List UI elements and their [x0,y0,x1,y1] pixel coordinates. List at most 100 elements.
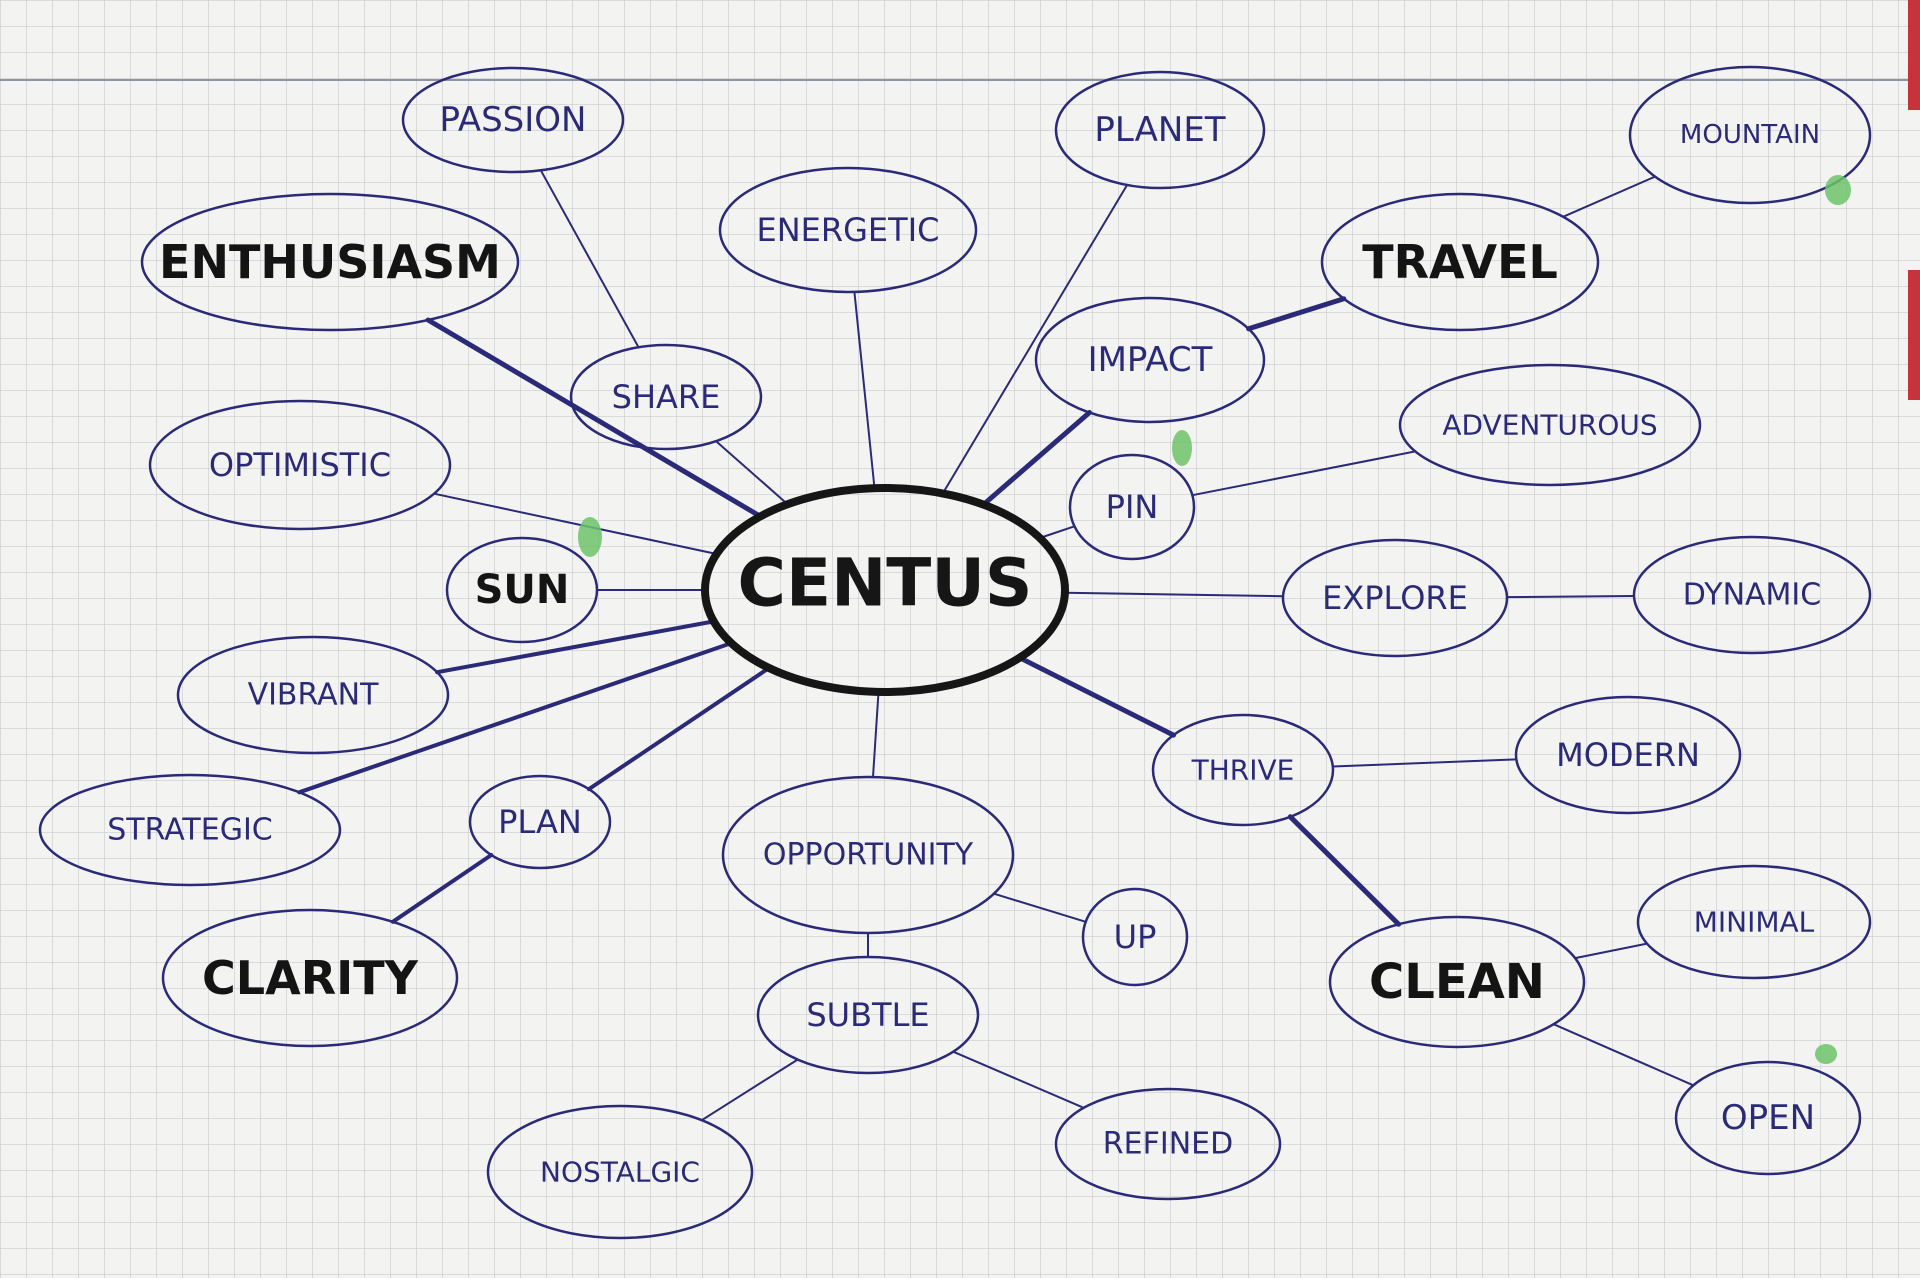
label-clean: CLEAN [1369,954,1545,1010]
label-optimistic: OPTIMISTIC [209,446,391,484]
node-explore: EXPLORE [1281,538,1509,658]
edge-subtle-nostalgic [700,1058,799,1122]
edge-centus-enthusiasm [425,317,763,519]
label-strategic: STRATEGIC [107,813,273,848]
edge-clean-minimal [1574,942,1648,960]
bubble-planet [1054,70,1266,190]
node-sun: SUN [445,536,599,644]
highlighter-dot [1815,1044,1837,1064]
edge-centus-share [715,440,789,506]
bubble-passion [401,66,625,174]
node-energetic: ENERGETIC [718,166,978,294]
node-up: UP [1081,887,1189,987]
edge-centus-plan [586,666,771,792]
label-vibrant: VIBRANT [248,678,380,713]
center-bubble [701,484,1069,696]
bubble-pin [1068,453,1196,561]
label-minimal: MINIMAL [1694,906,1815,939]
bubble-dynamic [1632,535,1872,655]
bubble-vibrant [176,635,450,755]
edge-thrive-clean [1287,814,1402,927]
node-planet: PLANET [1054,70,1266,190]
edge-impact-travel [1246,296,1347,332]
bubble-nostalgic [486,1104,754,1240]
node-clarity: CLARITY [161,908,459,1048]
node-passion: PASSION [401,66,625,174]
node-refined: REFINED [1054,1087,1282,1201]
node-opportunity: OPPORTUNITY [721,775,1015,935]
label-sun: SUN [475,567,570,613]
node-modern: MODERN [1514,695,1742,815]
node-share: SHARE [569,343,763,451]
bubble-clarity [161,908,459,1048]
edge-share-passion [539,169,640,349]
bubble-opportunity [721,775,1015,935]
label-pin: PIN [1106,488,1159,526]
highlighter-dot [1825,175,1851,205]
bubble-enthusiasm [140,192,520,332]
node-adventurous: ADVENTUROUS [1398,363,1702,487]
label-enthusiasm: ENTHUSIASM [159,235,501,289]
edge-centus-vibrant [435,619,716,675]
node-minimal: MINIMAL [1636,864,1872,980]
label-travel: TRAVEL [1362,235,1558,289]
label-nostalgic: NOSTALGIC [540,1156,700,1189]
highlighter-dot [578,517,602,557]
bubble-thrive [1151,713,1335,827]
node-mountain: MOUNTAIN [1628,65,1872,205]
bubble-subtle [756,955,980,1075]
edge-centus-pin [1038,525,1076,539]
node-thrive: THRIVE [1151,713,1335,827]
bubble-energetic [718,166,978,294]
red-edge-marker-top [1908,0,1920,110]
label-plan: PLAN [498,803,582,841]
bubble-up [1081,887,1189,987]
edge-explore-dynamic [1506,595,1635,599]
edge-centus-energetic [853,290,876,490]
edge-plan-clarity [390,853,494,924]
bubble-mountain [1628,65,1872,205]
bubble-refined [1054,1087,1282,1201]
edge-pin-adventurous [1191,450,1417,497]
node-nostalgic: NOSTALGIC [486,1104,754,1240]
bubble-plan [468,774,612,870]
bubble-travel [1320,192,1600,332]
highlighter-marks [578,175,1851,1064]
connector-lines [297,169,1695,1122]
edge-centus-strategic [297,641,734,795]
bubble-share [569,343,763,451]
bubble-modern [1514,695,1742,815]
bubble-sun [445,536,599,644]
center-node: CENTUS [701,484,1069,696]
edge-centus-explore [1063,591,1285,598]
label-up: UP [1114,918,1157,956]
bubble-strategic [38,773,342,887]
label-opportunity: OPPORTUNITY [763,838,974,873]
edge-centus-optimistic [433,492,718,555]
node-plan: PLAN [468,774,612,870]
edge-opportunity-up [992,892,1087,923]
label-planet: PLANET [1094,110,1225,150]
node-enthusiasm: ENTHUSIASM [140,192,520,332]
label-thrive: THRIVE [1191,754,1295,787]
edge-travel-mountain [1562,175,1657,218]
edge-centus-thrive [1017,655,1176,738]
label-explore: EXPLORE [1322,579,1468,617]
node-impact: IMPACT [1034,296,1266,424]
node-pin: PIN [1068,453,1196,561]
node-subtle: SUBTLE [756,955,980,1075]
idea-bubbles: PASSION ENTHUSIASM SHARE ENERGETIC PLANET IMP… [38,65,1872,1240]
node-travel: TRAVEL [1320,192,1600,332]
label-passion: PASSION [440,100,587,140]
node-dynamic: DYNAMIC [1632,535,1872,655]
node-strategic: STRATEGIC [38,773,342,887]
node-clean: CLEAN [1328,915,1586,1049]
edge-clean-open [1552,1023,1695,1087]
highlighter-dot [1172,430,1192,466]
label-dynamic: DYNAMIC [1683,578,1821,613]
center-label: CENTUS [738,545,1033,622]
node-open: OPEN [1674,1060,1862,1176]
label-refined: REFINED [1103,1127,1233,1162]
